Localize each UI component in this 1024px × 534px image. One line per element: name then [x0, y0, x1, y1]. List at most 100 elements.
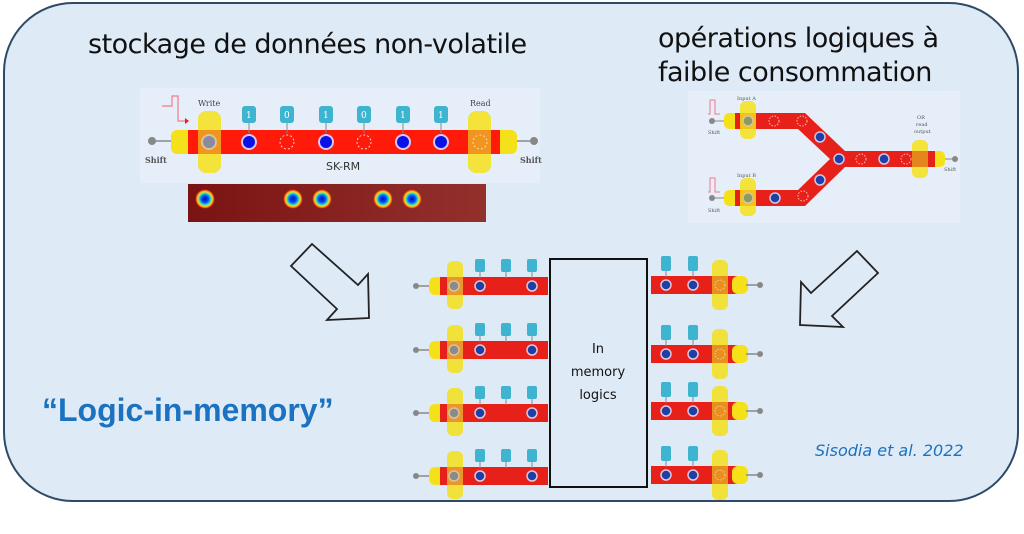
write-skyrmion — [448, 280, 460, 292]
shift-b-label: Shift — [708, 208, 720, 214]
bit-label-box — [434, 106, 448, 123]
read-overlap — [712, 345, 728, 363]
output-label: output — [914, 129, 931, 135]
shift-terminal-icon[interactable] — [413, 347, 419, 353]
bit-value: 1 — [438, 111, 444, 121]
input-a-skyrmion — [742, 115, 754, 127]
shift-terminal-icon[interactable] — [757, 408, 763, 414]
right-track-row — [651, 325, 763, 379]
right-track-row — [651, 382, 763, 436]
shift-terminal-icon[interactable] — [757, 472, 763, 478]
simulated-skyrmion — [312, 189, 332, 209]
pulse-a-icon — [708, 99, 720, 115]
bit-label-box — [661, 446, 671, 461]
bit-value: 0 — [284, 111, 290, 121]
skyrmion — [433, 134, 449, 150]
left-track-row — [413, 386, 548, 436]
skyrmion — [474, 470, 486, 482]
empty-site — [768, 115, 780, 127]
skyrmion — [241, 134, 257, 150]
skyrmion — [474, 344, 486, 356]
memory-tracks-left — [413, 259, 548, 499]
skyrmion — [660, 279, 672, 291]
simulated-skyrmion — [373, 189, 393, 209]
write-label: Write — [198, 99, 220, 108]
device-label: SK-RM — [326, 160, 360, 173]
bit-label-box — [661, 382, 671, 397]
bit-label-box — [501, 386, 511, 399]
bit-label-box — [280, 106, 294, 123]
skyrmion — [769, 192, 781, 204]
shift-terminal-icon[interactable] — [413, 283, 419, 289]
shift-terminal-icon[interactable] — [757, 351, 763, 357]
bit-label-box — [688, 446, 698, 461]
end-cap — [732, 466, 748, 484]
shift-out-label: Shift — [944, 167, 956, 173]
bit-5: 1 — [395, 106, 411, 150]
bit-label-box — [661, 325, 671, 340]
skyrmion — [687, 279, 699, 291]
read-empty-site — [472, 134, 488, 150]
input-b-label: Input B — [737, 173, 756, 179]
left-track-row — [413, 323, 548, 373]
bit-label-box — [396, 106, 410, 123]
read-overlap — [712, 276, 728, 294]
bit-label-box — [501, 449, 511, 462]
write-pulse-icon — [162, 95, 185, 122]
shift-right-terminal-icon[interactable] — [530, 137, 538, 145]
bit-label-box — [527, 449, 537, 462]
skyrmion — [318, 134, 334, 150]
bit-value: 1 — [323, 111, 329, 121]
logic-gate-figure: Input A Input B OR read output Shift Shi… — [688, 91, 960, 223]
skyrmion — [526, 470, 538, 482]
write-skyrmion — [448, 470, 460, 482]
empty-site — [900, 153, 912, 165]
empty-site — [855, 153, 867, 165]
shift-left-terminal-icon[interactable] — [148, 137, 156, 145]
write-skyrmion — [448, 344, 460, 356]
read-overlap — [712, 466, 728, 484]
heading-line-1: opérations logiques à — [658, 23, 939, 54]
arrow-down-left-icon — [799, 249, 880, 329]
in-memory-logic-block[interactable] — [549, 258, 648, 488]
shift-a-label: Shift — [708, 130, 720, 136]
empty-site — [714, 348, 726, 360]
bit-label-box — [527, 386, 537, 399]
skyrmion — [526, 344, 538, 356]
left-track-row — [413, 449, 548, 499]
empty-site — [714, 279, 726, 291]
left-end-cap — [171, 130, 193, 154]
shift-terminal-icon[interactable] — [413, 410, 419, 416]
logic-in-memory-architecture: In memory logics — [413, 256, 763, 500]
bit-label-box — [475, 323, 485, 336]
pulse-arrow-icon — [185, 118, 189, 124]
skyrmion — [474, 280, 486, 292]
skyrmion — [660, 348, 672, 360]
bit-value: 1 — [246, 111, 252, 121]
write-skyrmion — [201, 134, 217, 150]
right-end-cap — [495, 130, 517, 154]
output-overlap — [912, 151, 928, 167]
block-label-line-2: memory — [571, 365, 626, 380]
arrow-down-right-icon — [289, 242, 370, 322]
or-label: OR — [917, 115, 925, 121]
bit-label-box — [475, 449, 485, 462]
bit-label-box — [688, 325, 698, 340]
shift-terminal-icon[interactable] — [413, 473, 419, 479]
skyrmion — [660, 405, 672, 417]
bit-markers: 1 0 1 0 1 1 — [241, 106, 449, 150]
shift-left-label: Shift — [145, 155, 167, 165]
bit-label-box — [357, 106, 371, 123]
simulation-strip — [188, 184, 486, 222]
simulated-skyrmion — [283, 189, 303, 209]
shift-terminal-icon[interactable] — [757, 282, 763, 288]
input-a-label: Input A — [737, 96, 756, 102]
skyrmion — [814, 131, 826, 143]
skyrmion — [474, 407, 486, 419]
bit-3: 1 — [318, 106, 334, 150]
bit-label-box — [475, 386, 485, 399]
skyrmion — [395, 134, 411, 150]
track — [440, 277, 548, 295]
block-label-line-1: In — [592, 342, 604, 357]
read-label: read — [916, 122, 928, 128]
